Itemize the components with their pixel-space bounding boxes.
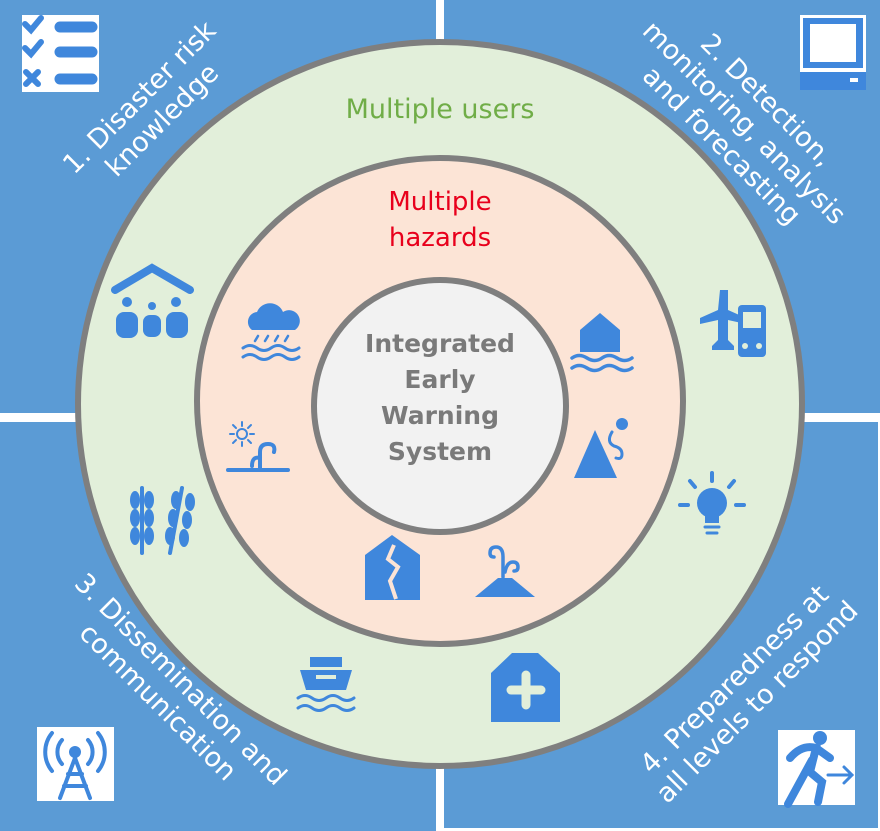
center-circle <box>311 277 569 535</box>
emergency-exit-icon <box>778 730 855 808</box>
hazards-label-line1: Multiple <box>388 187 491 217</box>
center-line-2: Early <box>404 365 475 394</box>
users-label: Multiple users <box>346 94 535 125</box>
computer-monitor-icon <box>800 15 866 90</box>
center-line-3: Warning <box>381 401 499 430</box>
earthquake-icon <box>365 535 420 600</box>
radio-antenna-icon <box>37 727 114 801</box>
volcano-icon <box>475 545 535 597</box>
flooded-house-icon <box>570 313 634 373</box>
hospital-icon <box>491 653 560 722</box>
landslide-icon <box>574 418 628 478</box>
center-title: Integrated Early Warning System <box>365 329 515 466</box>
hazards-label-line2: hazards <box>389 223 491 253</box>
ship-icon <box>296 657 356 712</box>
rain-flood-icon <box>241 303 301 361</box>
center-line-4: System <box>388 437 492 466</box>
checklist-icon <box>22 15 99 92</box>
shelter-people-icon <box>111 263 194 338</box>
center-line-1: Integrated <box>365 329 515 358</box>
plane-bus-icon <box>700 290 766 357</box>
lightbulb-icon <box>678 471 746 535</box>
wheat-icon <box>130 486 195 555</box>
drought-icon <box>226 421 290 472</box>
